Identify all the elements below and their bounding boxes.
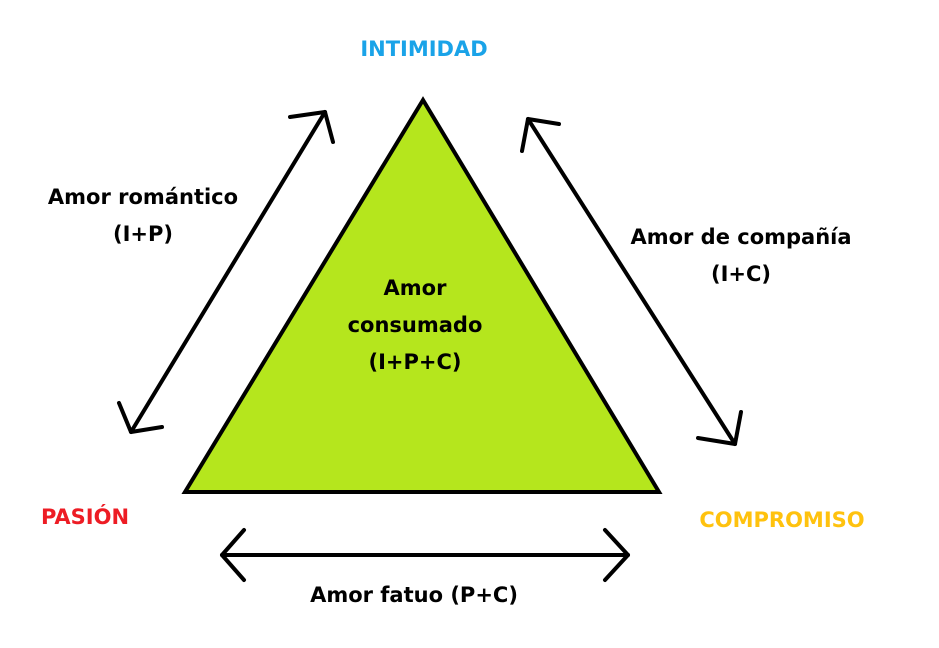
edge-label-compania-line-2: (I+C) bbox=[710, 262, 772, 286]
center-label-line-1: Amor bbox=[383, 276, 447, 300]
vertex-label-pasion: PASIÓN bbox=[40, 505, 130, 529]
edge-label-fatuo: Amor fatuo (P+C) bbox=[310, 583, 518, 607]
love-triangle bbox=[181, 96, 663, 494]
center-label-line-2: consumado bbox=[347, 313, 483, 337]
vertex-label-compromiso: COMPROMISO bbox=[699, 508, 865, 532]
arrow-compania bbox=[520, 117, 743, 446]
arrow-fatuo bbox=[220, 528, 630, 582]
vertex-label-intimidad: INTIMIDAD bbox=[360, 37, 488, 61]
center-label-line-3: (I+P+C) bbox=[368, 350, 462, 374]
arrow-romantico bbox=[117, 110, 335, 434]
edge-label-romantico-line-1: Amor romántico bbox=[47, 185, 239, 209]
edge-label-romantico-line-2: (I+P) bbox=[113, 222, 173, 246]
edge-label-compania-line-1: Amor de compañía bbox=[630, 225, 852, 249]
